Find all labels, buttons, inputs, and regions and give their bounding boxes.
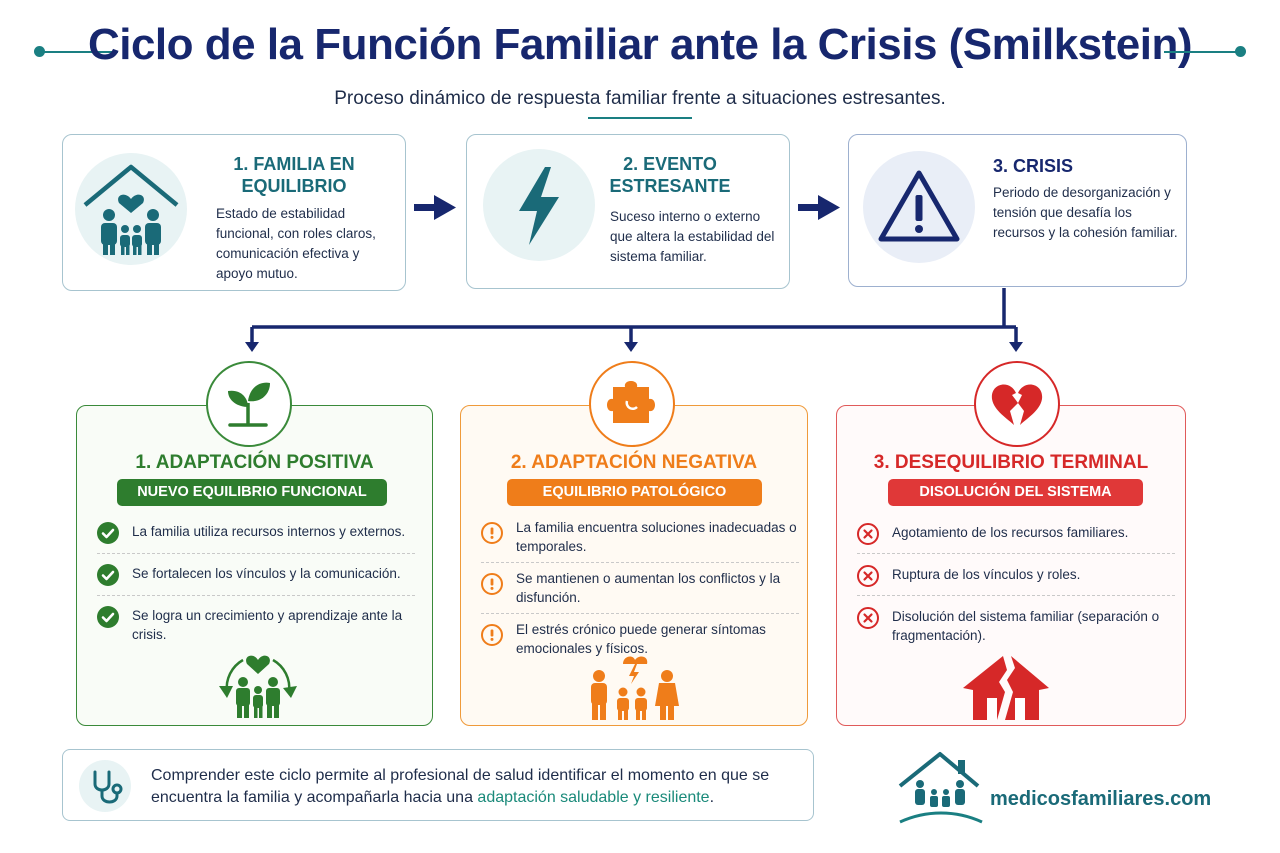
crisis-branch-connector: [250, 288, 1018, 344]
left-decoration-line: [40, 51, 118, 53]
branch-arrowhead-terminal: [1009, 342, 1023, 352]
subtitle-rule: [588, 117, 692, 119]
stage-description: Periodo de desorganización y tensión que…: [993, 185, 1178, 240]
brand-name: medicosfamiliares.com: [990, 788, 1212, 810]
list-item: La familia encuentra soluciones inadecua…: [481, 512, 799, 563]
family-house-heart-icon: [75, 153, 187, 265]
x-icon: [857, 523, 879, 545]
stage-card-stressful-event: 2. EVENTO ESTRESANTE Suceso interno o ex…: [466, 134, 790, 289]
outcome-card-positive: 1. ADAPTACIÓN POSITIVA NUEVO EQUILIBRIO …: [76, 405, 433, 726]
stage-title: 3. CRISIS: [993, 156, 1074, 176]
list-item: Se logra un crecimiento y aprendizaje an…: [97, 596, 415, 656]
outcome-title: 3. DESEQUILIBRIO TERMINAL: [873, 452, 1149, 473]
list-item: Disolución del sistema familiar (separac…: [857, 596, 1175, 656]
right-decoration-dot: [1235, 46, 1246, 57]
outcome-items: La familia encuentra soluciones inadecua…: [481, 512, 799, 664]
footer-highlight: adaptación saludable y resiliente: [477, 789, 710, 806]
list-item: La familia utiliza recursos internos y e…: [97, 512, 415, 554]
check-icon: [97, 522, 119, 544]
broken-heart-icon: [974, 361, 1060, 447]
header: Ciclo de la Función Familiar ante la Cri…: [0, 14, 1280, 84]
outcome-tag: EQUILIBRIO PATOLÓGICO: [507, 479, 762, 506]
arrow-event-to-crisis: [798, 195, 840, 220]
lightning-bolt-icon: [483, 149, 595, 261]
brand-logo: medicosfamiliares.com: [896, 750, 1216, 830]
stage-card-crisis: 3. CRISIS Periodo de desorganización y t…: [848, 134, 1187, 287]
stage-card-equilibrium: 1. FAMILIA EN EQUILIBRIO Estado de estab…: [62, 134, 406, 291]
list-item: El estrés crónico puede generar síntomas…: [481, 614, 799, 664]
check-icon: [97, 564, 119, 586]
stage-title: 2. EVENTO ESTRESANTE: [609, 154, 731, 196]
outcome-tag: DISOLUCIÓN DEL SISTEMA: [888, 479, 1143, 506]
family-house-logo-icon: [898, 752, 983, 824]
stage-description: Estado de estabilidad funcional, con rol…: [216, 206, 376, 281]
broken-house-icon: [963, 656, 1049, 720]
branch-arrowhead-positive: [245, 342, 259, 352]
outcome-card-terminal: 3. DESEQUILIBRIO TERMINAL DISOLUCIÓN DEL…: [836, 405, 1186, 726]
footer-text: Comprender este ciclo permite al profesi…: [151, 767, 770, 806]
outcome-tag: NUEVO EQUILIBRIO FUNCIONAL: [117, 479, 387, 506]
stage-description: Suceso interno o externo que altera la e…: [610, 209, 775, 264]
check-icon: [97, 606, 119, 628]
arrow-equilibrium-to-event: [414, 195, 456, 220]
x-icon: [857, 607, 879, 629]
sprout-icon: [206, 361, 292, 447]
outcome-items: La familia utiliza recursos internos y e…: [97, 512, 415, 656]
exclamation-icon: [481, 624, 503, 646]
stage-title: 1. FAMILIA EN EQUILIBRIO: [233, 154, 355, 196]
stressed-family-icon: [591, 656, 679, 720]
footer-note: Comprender este ciclo permite al profesi…: [62, 749, 814, 821]
left-decoration-dot: [34, 46, 45, 57]
x-icon: [857, 565, 879, 587]
puzzle-piece-icon: [589, 361, 675, 447]
outcome-items: Agotamiento de los recursos familiares. …: [857, 512, 1175, 656]
list-item: Se mantienen o aumentan los conflictos y…: [481, 563, 799, 614]
stethoscope-icon: [79, 760, 131, 812]
exclamation-icon: [481, 573, 503, 595]
family-cycle-icon: [219, 655, 297, 718]
outcome-title: 1. ADAPTACIÓN POSITIVA: [135, 452, 374, 473]
warning-triangle-icon: [863, 151, 975, 263]
page-title: Ciclo de la Función Familiar ante la Cri…: [87, 20, 1193, 69]
branch-arrowhead-negative: [624, 342, 638, 352]
outcome-card-negative: 2. ADAPTACIÓN NEGATIVA EQUILIBRIO PATOLÓ…: [460, 405, 808, 726]
list-item: Ruptura de los vínculos y roles.: [857, 554, 1175, 596]
exclamation-icon: [481, 522, 503, 544]
list-item: Se fortalecen los vínculos y la comunica…: [97, 554, 415, 596]
list-item: Agotamiento de los recursos familiares.: [857, 512, 1175, 554]
outcome-title: 2. ADAPTACIÓN NEGATIVA: [510, 452, 758, 473]
right-decoration-line: [1164, 51, 1240, 53]
page-subtitle: Proceso dinámico de respuesta familiar f…: [334, 88, 946, 109]
